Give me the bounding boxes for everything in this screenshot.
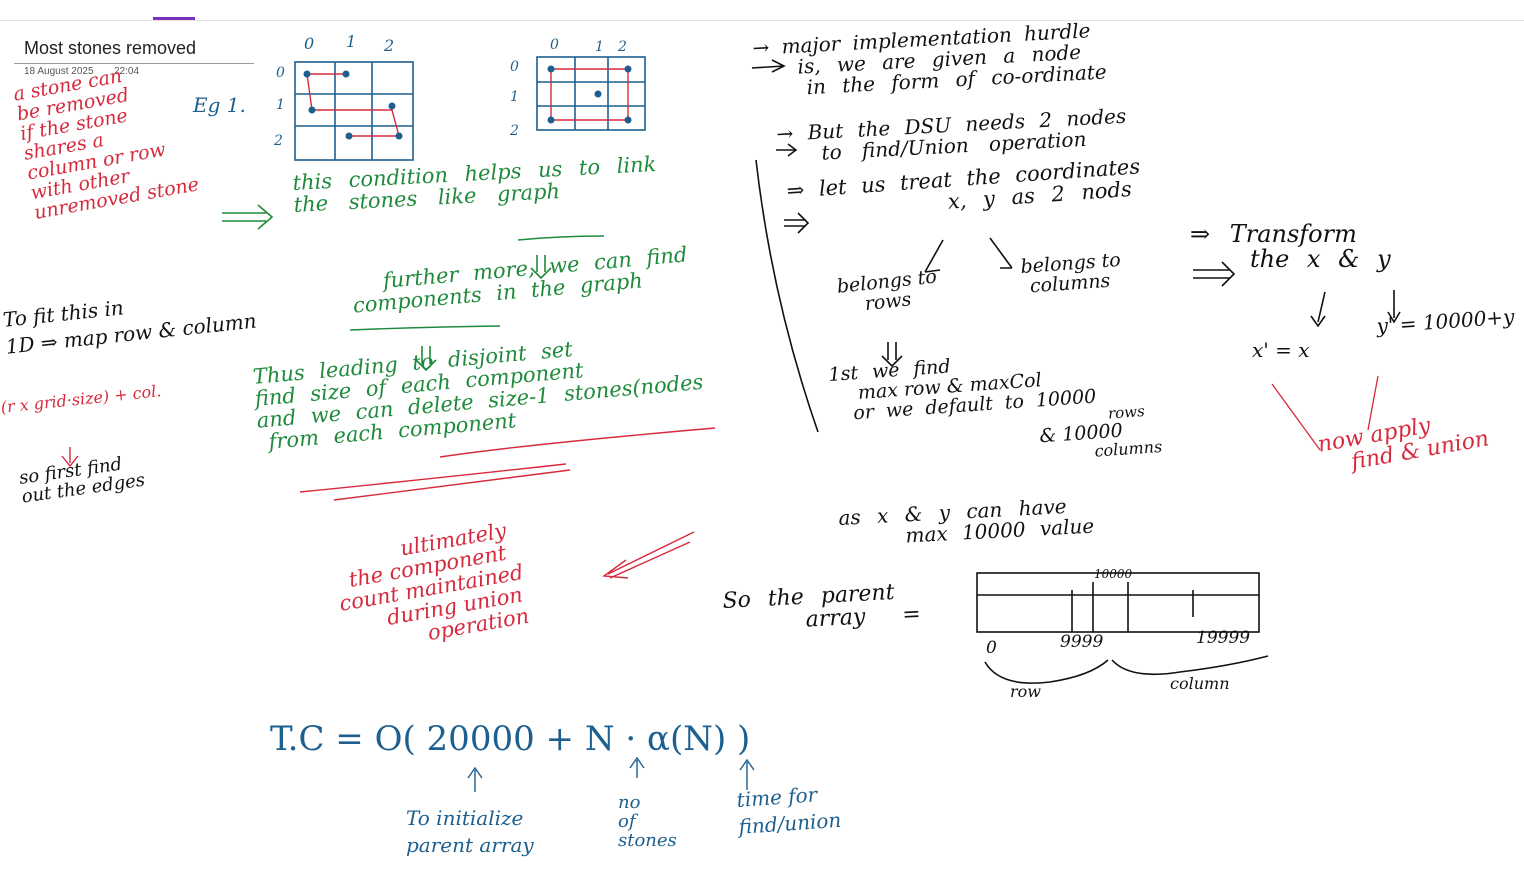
tc-time-line: find/union bbox=[737, 807, 843, 839]
belongs-rows-line: rows bbox=[863, 288, 913, 316]
grid-1-row-label: 2 bbox=[274, 133, 283, 149]
first-find-note: 1st we find max row & maxCol or we defau… bbox=[828, 343, 1163, 478]
example-label: Eg 1. bbox=[193, 93, 246, 117]
grid-1-col-label: 2 bbox=[384, 36, 395, 55]
example-grid-2 bbox=[536, 56, 646, 131]
grid-2-links bbox=[550, 68, 629, 121]
title-underline bbox=[14, 63, 254, 64]
now-apply-note: now apply find & union bbox=[1316, 405, 1491, 480]
tc-stones-line: no bbox=[618, 792, 641, 813]
belongs-cols-note: belongs to columns bbox=[1020, 249, 1123, 298]
array-column-label: column bbox=[1170, 674, 1230, 693]
dsu-needs-note: → But the DSU needs 2 nodes to find/Unio… bbox=[776, 104, 1128, 166]
x-prime-formula: x' = x bbox=[1252, 338, 1310, 362]
grid-1-links bbox=[306, 73, 400, 137]
edges-note: so first find out the edges bbox=[18, 453, 147, 508]
grid-2-col-label: 0 bbox=[550, 37, 559, 53]
index-formula: (r x grid·size) + col. bbox=[0, 381, 163, 417]
definition-note: a stone can be removed if the stone shar… bbox=[12, 57, 201, 224]
tc-init-line: To initialize bbox=[406, 806, 524, 830]
disjoint-set-note: Thus leading to disjoint set find size o… bbox=[252, 327, 706, 454]
further-note: further more, we can find components in … bbox=[352, 242, 690, 317]
grid-2-row-label: 0 bbox=[510, 59, 519, 75]
grid-1-col-label: 1 bbox=[346, 32, 357, 51]
array-index-label: 19999 bbox=[1196, 628, 1251, 648]
grid-1-row-label: 1 bbox=[276, 97, 285, 113]
parent-array-note: So the parent array = bbox=[722, 580, 921, 636]
onenote-top-bar bbox=[0, 0, 1524, 21]
y-prime-formula: y' = 10000+y bbox=[1375, 304, 1516, 338]
grid-2-col-label: 2 bbox=[618, 39, 627, 55]
grid-2-row-label: 2 bbox=[510, 123, 519, 139]
active-tab-indicator[interactable] bbox=[153, 17, 195, 20]
blue-tc-arrows bbox=[467, 756, 755, 792]
grid-2-col-label: 1 bbox=[595, 39, 604, 55]
grid-1-row-label: 0 bbox=[276, 65, 285, 81]
tc-init-line: parent array bbox=[406, 833, 534, 857]
array-row-label: row bbox=[1010, 682, 1041, 701]
belongs-rows-note: belongs to rows bbox=[836, 266, 940, 318]
time-complexity-formula: T.C = O( 20000 + N · α(N) ) bbox=[270, 719, 751, 759]
example-grid-1 bbox=[294, 61, 414, 161]
page-date: 18 August 2025 bbox=[24, 66, 94, 77]
tc-init-note: To initialize parent array bbox=[406, 808, 534, 856]
tc-stones-line: of bbox=[618, 810, 636, 832]
transform-note: ⇒ Transform the x & y bbox=[1190, 221, 1391, 274]
page-time: 22:04 bbox=[114, 66, 140, 77]
tc-time-note: time for find/union bbox=[735, 782, 843, 839]
condition-note: this condition helps us to link the ston… bbox=[292, 152, 658, 217]
transform-line: ⇒ Transform bbox=[1190, 220, 1357, 248]
tc-time-line: time for bbox=[735, 782, 818, 812]
page-title[interactable]: Most stones removed bbox=[24, 38, 197, 58]
max-value-note: as x & y can have max 10000 value bbox=[838, 494, 1095, 550]
grid-1-stones bbox=[303, 70, 403, 140]
first-find-line: columns bbox=[1093, 436, 1163, 461]
transform-line: the x & y bbox=[1250, 245, 1391, 274]
array-index-label: 0 bbox=[986, 638, 997, 658]
array-boundary-label: 10000 bbox=[1094, 567, 1133, 581]
treat-coordinates-note: ⇒ let us treat the coordinates x, y as 2… bbox=[786, 154, 1142, 224]
tc-stones-line: stones bbox=[618, 829, 677, 851]
component-count-note: ultimately the component count maintaine… bbox=[330, 518, 533, 659]
parent-array-line: array = bbox=[805, 601, 922, 633]
tc-stones-note: no of stones bbox=[618, 792, 677, 851]
array-index-label: 9999 bbox=[1060, 632, 1104, 652]
grid-1-col-label: 0 bbox=[304, 34, 315, 53]
grid-2-stones bbox=[547, 65, 632, 124]
fit-1d-note: To fit this in 1D ⇒ map row & column bbox=[2, 284, 258, 358]
grid-2-row-label: 1 bbox=[510, 89, 519, 105]
belongs-cols-line: columns bbox=[1029, 269, 1111, 298]
implementation-hurdle-note: → major implementation hurdle is, we are… bbox=[752, 18, 1107, 101]
